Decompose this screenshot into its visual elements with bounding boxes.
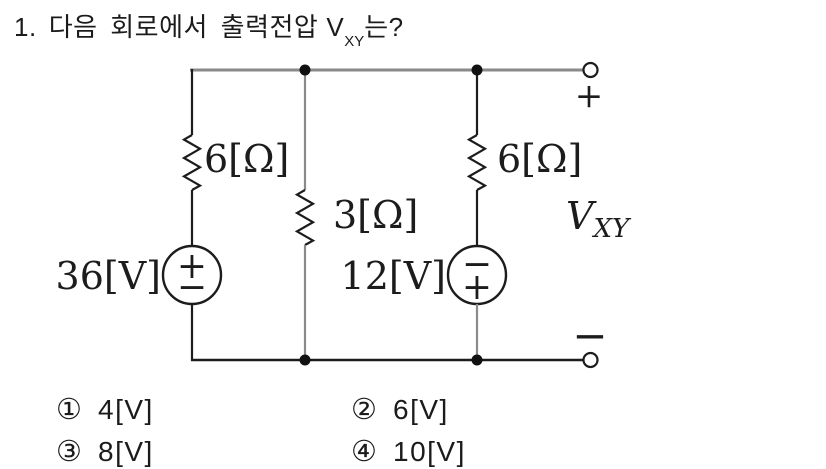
option-2-number: ② xyxy=(351,393,377,426)
resistor-6ohm-right xyxy=(466,134,488,191)
vxy-v: V xyxy=(566,194,597,238)
resistor-3ohm xyxy=(294,189,316,246)
vxy-subscript: XY xyxy=(591,214,632,244)
terminal-y-circle xyxy=(582,351,599,369)
junction-dot-top-right xyxy=(471,64,483,76)
option-2: ② 6[V] xyxy=(351,394,449,426)
option-1-number: ① xyxy=(56,393,82,426)
branch-right: − + 6[Ω] 12[V] xyxy=(341,70,582,360)
option-2-label: 6[V] xyxy=(393,394,449,425)
option-1-label: 4[V] xyxy=(98,394,154,425)
junction-dot-top-middle xyxy=(299,64,311,76)
terminal-x-circle xyxy=(582,61,599,79)
question-v-symbol: V xyxy=(326,12,345,42)
resistor-3ohm-label: 3[Ω] xyxy=(333,193,418,237)
output-terminals: + − VXY xyxy=(566,61,632,369)
terminal-plus-sign: + xyxy=(575,76,604,116)
question-text: 다음 회로에서 출력전압 xyxy=(48,12,319,42)
branch-left: + − 6[Ω] 36[V] xyxy=(56,69,289,361)
resistor-6ohm-right-label: 6[Ω] xyxy=(497,137,582,181)
source-12v-polarity-top: − xyxy=(462,244,492,285)
vxy-label: VXY xyxy=(566,194,632,244)
option-3-number: ③ xyxy=(56,435,82,468)
resistor-6ohm-left xyxy=(181,134,203,191)
branch-middle: 3[Ω] xyxy=(294,70,418,360)
source-12v-label: 12[V] xyxy=(341,254,446,298)
option-4-label: 10[V] xyxy=(393,436,466,467)
option-4-number: ④ xyxy=(351,435,377,468)
source-36v-label: 36[V] xyxy=(56,254,161,298)
resistor-6ohm-left-label: 6[Ω] xyxy=(204,137,289,181)
source-36v-polarity-bottom: − xyxy=(177,267,207,308)
option-4: ④ 10[V] xyxy=(351,436,466,468)
option-1: ① 4[V] xyxy=(56,394,154,426)
option-3: ③ 8[V] xyxy=(56,436,154,468)
option-3-label: 8[V] xyxy=(98,436,154,467)
source-36v-polarity-top: + xyxy=(177,246,207,287)
question-number: 1. xyxy=(14,12,37,42)
terminal-minus-sign: − xyxy=(572,311,607,360)
source-12v-polarity-bottom: + xyxy=(462,267,492,308)
junction-dot-bottom-right xyxy=(471,354,483,366)
junction-dot-bottom-middle xyxy=(299,354,311,366)
question-v-subscript: XY xyxy=(344,33,365,51)
question-text-end: 는? xyxy=(364,12,404,42)
